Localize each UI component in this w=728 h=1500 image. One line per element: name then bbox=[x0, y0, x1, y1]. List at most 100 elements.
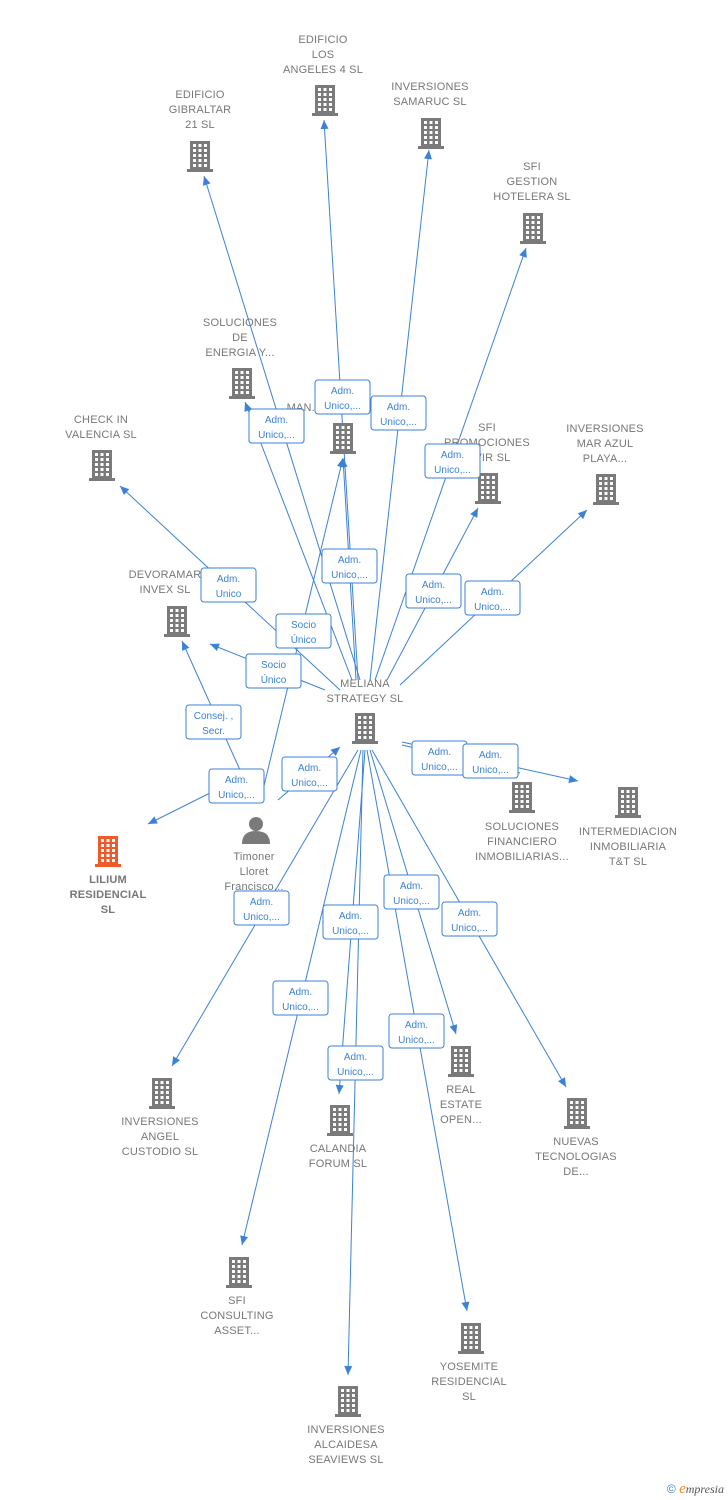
arrowhead-icon bbox=[330, 747, 340, 756]
arrowhead-icon bbox=[210, 643, 220, 652]
edge-label-line: Adm. bbox=[331, 386, 354, 397]
edge-label-line: Unico,... bbox=[218, 790, 255, 801]
node-label: EDIFICIO bbox=[175, 89, 225, 101]
edge-label-box bbox=[272, 980, 329, 1016]
edge-label-box bbox=[424, 443, 481, 479]
arrowhead-icon bbox=[568, 775, 578, 783]
node-gibraltar[interactable]: EDIFICIO GIBRALTAR 21 SL bbox=[169, 89, 232, 172]
edge-label-line: Unico,... bbox=[421, 762, 458, 773]
node-label: HOTELERA SL bbox=[493, 191, 570, 203]
node-label: GIBRALTAR bbox=[169, 104, 232, 116]
edge-label[interactable]: Adm.Unico,... bbox=[388, 1013, 445, 1049]
edge-label[interactable]: Adm.Unico,... bbox=[321, 548, 378, 584]
node-label: INMOBILIARIA bbox=[590, 841, 667, 853]
arrowhead-icon bbox=[470, 508, 478, 518]
edge-label-box bbox=[275, 613, 332, 649]
edge-label-line: Unico,... bbox=[451, 923, 488, 934]
node-timoner[interactable]: TimonerLloretFrancisco... bbox=[224, 817, 283, 893]
edge-label-line: Unico,... bbox=[282, 1002, 319, 1013]
node-label: SL bbox=[101, 904, 116, 916]
edge-label-box bbox=[233, 890, 290, 926]
edge-label-line: Adm. bbox=[339, 911, 362, 922]
node-devoramar[interactable]: DEVORAMAR INVEX SL bbox=[129, 569, 202, 637]
arrowhead-icon bbox=[148, 816, 158, 824]
edge-label[interactable]: Adm.Unico,... bbox=[411, 740, 468, 776]
node-label: Lloret bbox=[240, 866, 269, 878]
node-label: 21 SL bbox=[185, 119, 215, 131]
edge-label[interactable]: Adm. Unico,... bbox=[322, 904, 379, 940]
arrowhead-icon bbox=[461, 1301, 470, 1311]
node-label: PLAYA... bbox=[583, 453, 628, 465]
node-label: VALENCIA SL bbox=[65, 429, 137, 441]
node-label: YOSEMITE bbox=[440, 1361, 498, 1373]
building-icon bbox=[312, 85, 338, 116]
node-label: ALCAIDESA bbox=[314, 1439, 378, 1451]
node-checkin[interactable]: CHECK IN VALENCIA SL bbox=[65, 414, 137, 481]
edge-label[interactable]: Adm.Unico,... bbox=[327, 1045, 384, 1081]
node-label: DEVORAMAR bbox=[129, 569, 202, 581]
edge-label-line: Unico,... bbox=[332, 926, 369, 937]
node-label: INVEX SL bbox=[139, 584, 190, 596]
node-label: EDIFICIO bbox=[298, 34, 348, 46]
edge-label-box bbox=[281, 756, 338, 792]
node-label: SOLUCIONES bbox=[203, 317, 277, 329]
node-label: INVERSIONES bbox=[307, 1424, 384, 1436]
edge-label-line: Unico,... bbox=[434, 465, 471, 476]
node-sficonsult[interactable]: SFICONSULTINGASSET... bbox=[200, 1257, 273, 1337]
edge-label-line: Adm. bbox=[225, 775, 248, 786]
edge-label[interactable]: Adm.Unico,... bbox=[464, 580, 521, 616]
edge-label[interactable]: Adm.Unico,... bbox=[462, 743, 519, 779]
footer-brand[interactable]: © empresia bbox=[667, 1481, 724, 1498]
node-label: ASSET... bbox=[214, 1325, 260, 1337]
node-label: REAL bbox=[446, 1084, 476, 1096]
edge-label[interactable]: Consej. ,Secr. bbox=[185, 704, 242, 740]
edge-label[interactable]: Adm.Unico,... bbox=[281, 756, 338, 792]
node-realestate[interactable]: REALESTATEOPEN... bbox=[440, 1046, 482, 1126]
edge-label[interactable]: Adm.Unico,... bbox=[272, 980, 329, 1016]
edge-label[interactable]: Adm.Unico,... bbox=[248, 408, 305, 444]
arrowhead-icon bbox=[519, 248, 527, 258]
edge-label[interactable]: Adm.Unico bbox=[200, 567, 257, 603]
node-label: CHECK IN bbox=[74, 414, 128, 426]
edge-label[interactable]: Adm.Unico,... bbox=[424, 443, 481, 479]
building-icon bbox=[458, 1323, 484, 1354]
edge-label-line: Adm. bbox=[422, 580, 445, 591]
arrowhead-icon bbox=[202, 176, 211, 186]
edge-label[interactable]: Adm.Unico,... bbox=[370, 395, 427, 431]
edge-label[interactable]: Adm.Unico,... bbox=[405, 573, 462, 609]
brand-name: mpresia bbox=[685, 1482, 724, 1496]
edge-label[interactable]: Adm.Unico,... bbox=[314, 379, 371, 415]
edge-label-box bbox=[464, 580, 521, 616]
node-nuevas[interactable]: NUEVASTECNOLOGIASDE... bbox=[535, 1098, 617, 1178]
edge-label-line: Socio bbox=[261, 660, 286, 671]
edge-label-box bbox=[370, 395, 427, 431]
edge-label-line: Adm. bbox=[250, 897, 273, 908]
node-label: CONSULTING bbox=[200, 1310, 273, 1322]
building-icon bbox=[89, 450, 115, 481]
edge-label[interactable]: Adm.Unico,... bbox=[233, 890, 290, 926]
edge-label[interactable]: Adm.Unico,... bbox=[383, 874, 440, 910]
edge-label[interactable]: Adm. Unico,... bbox=[208, 768, 265, 804]
edge-label-line: Adm. bbox=[400, 881, 423, 892]
building-icon bbox=[593, 474, 619, 505]
building-icon bbox=[95, 836, 121, 867]
edge-label[interactable]: Adm.Unico,... bbox=[441, 901, 498, 937]
edge-label-line: Socio bbox=[291, 620, 316, 631]
node-solfin[interactable]: SOLUCIONESFINANCIEROINMOBILIARIAS... bbox=[475, 782, 569, 863]
arrowhead-icon bbox=[335, 1084, 344, 1094]
